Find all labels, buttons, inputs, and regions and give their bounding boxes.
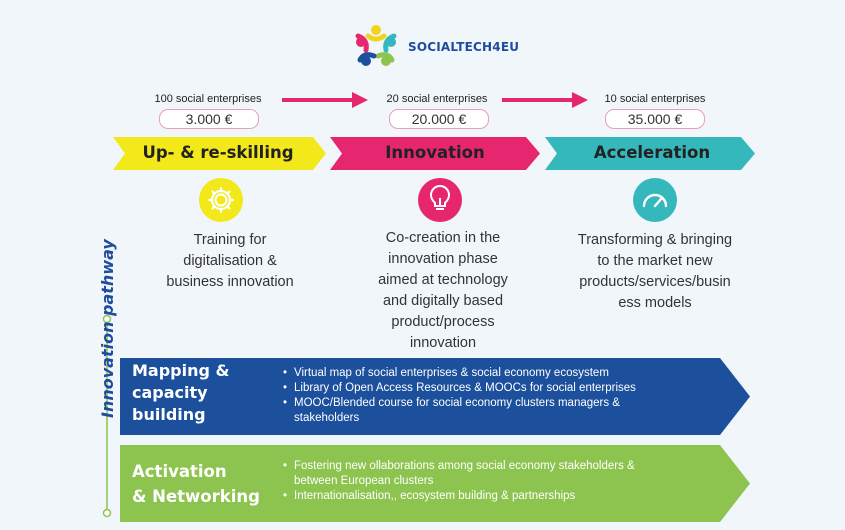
phase-3-icon-circle — [633, 178, 677, 222]
phase-1-chevron — [113, 137, 326, 170]
activation-band-title: Activation & Networking — [132, 459, 282, 509]
innovation-pathway-label: Innovation pathway — [98, 239, 117, 418]
phase-3-desc-line: Transforming & bringing — [577, 232, 733, 248]
list-item: stakeholders — [294, 412, 360, 424]
phase-2-chevron — [330, 137, 540, 170]
band-title-line: Activation — [132, 462, 227, 481]
phase-3-desc-line: to the market new — [597, 253, 713, 269]
phase-3-chevron — [545, 137, 755, 170]
phase-2-desc-line: innovation phase — [388, 251, 498, 267]
activation-band-list: Fostering new ollaborations among social… — [280, 459, 714, 504]
list-item: Fostering new ollaborations among social… — [283, 459, 714, 474]
list-item: between European clusters — [294, 475, 434, 487]
band-title-line: & Networking — [132, 487, 260, 506]
phase-2-icon-circle — [418, 178, 462, 222]
band-title-line: Mapping & — [132, 361, 230, 380]
phase-2-desc-line: Co-creation in the — [385, 230, 501, 246]
phase-1-desc-line: digitalisation & — [183, 253, 277, 269]
phase-2-desc-line: innovation — [409, 335, 477, 351]
band-title-line: building — [132, 405, 206, 424]
phase-1-price: 3.000 € — [159, 109, 259, 129]
list-item: MOOC/Blended course for social economy c… — [283, 396, 714, 411]
speedometer-icon — [642, 193, 668, 208]
lightbulb-icon — [429, 185, 451, 210]
gear-icon — [207, 186, 235, 214]
phase-2-price: 20.000 € — [389, 109, 489, 129]
phase-1-desc-line: business innovation — [166, 274, 294, 290]
phase-2-description: Co-creation in the innovation phase aime… — [343, 228, 543, 354]
phase-2-desc-line: and digitally based — [382, 293, 504, 309]
phase-3-count: 10 social enterprises — [604, 93, 706, 105]
phase-3-desc-line: ess models — [618, 295, 692, 311]
phase-2-desc-line: aimed at technology — [378, 272, 508, 288]
mapping-band-list: Virtual map of social enterprises & soci… — [280, 366, 714, 426]
list-item: Internationalisation,, ecosystem buildin… — [283, 489, 714, 504]
pathway-line — [102, 314, 112, 518]
socialtech4eu-logo-icon — [355, 25, 397, 66]
band-title-line: capacity — [132, 383, 208, 402]
phase-2-label: Innovation — [385, 143, 485, 162]
phase-2-count: 20 social enterprises — [386, 93, 488, 105]
arrow-2-3-icon — [502, 92, 588, 108]
arrow-1-2-icon — [282, 92, 368, 108]
phase-1-description: Training for digitalisation & business i… — [130, 230, 330, 293]
list-item: Virtual map of social enterprises & soci… — [283, 366, 714, 381]
phase-1-desc-line: Training for — [193, 232, 267, 248]
phase-3-label: Acceleration — [593, 143, 711, 162]
mapping-band-title: Mapping & capacity building — [132, 360, 272, 426]
phase-3-desc-line: products/services/busin — [579, 274, 731, 290]
list-item: Library of Open Access Resources & MOOCs… — [283, 381, 714, 396]
phase-3-price: 35.000 € — [605, 109, 705, 129]
phase-2-desc-line: product/process — [391, 314, 495, 330]
brand-name: SOCIALTECH4EU — [408, 40, 520, 54]
phase-1-label: Up- & re-skilling — [142, 143, 294, 162]
phase-1-icon-circle — [199, 178, 243, 222]
phase-1-count: 100 social enterprises — [154, 93, 262, 105]
phase-3-description: Transforming & bringing to the market ne… — [550, 230, 760, 314]
